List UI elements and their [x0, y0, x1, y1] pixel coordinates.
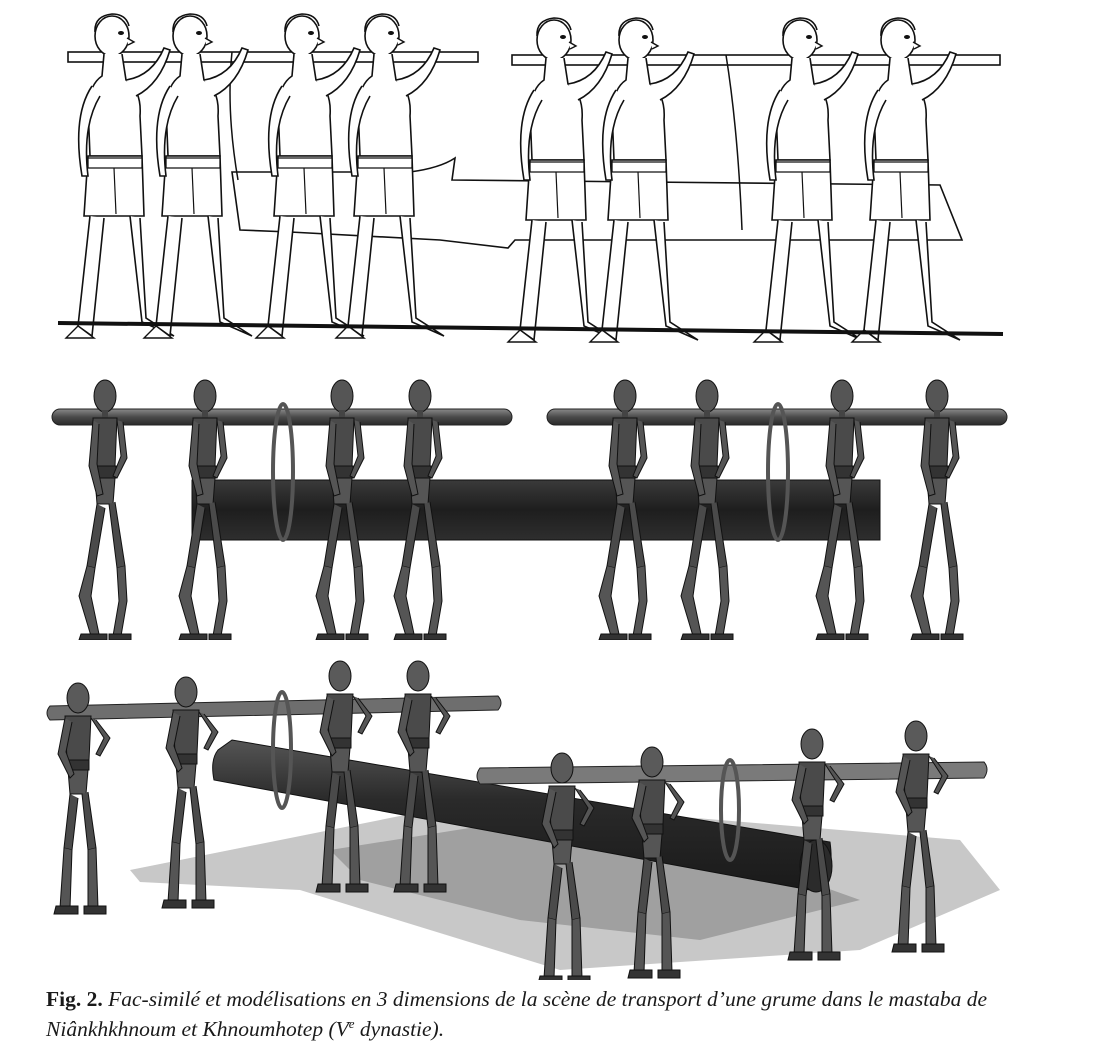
ground-line — [57, 321, 1004, 336]
carrying-pole-left — [67, 51, 479, 63]
model-perspective-view — [0, 650, 1096, 980]
pole-3d-left — [51, 408, 513, 426]
facsimile-svg — [57, 13, 1004, 343]
rope-loop-back — [271, 690, 293, 810]
caption-text-1: Fac-similé et modélisations en 3 dimensi… — [46, 987, 988, 1041]
caption-superscript: e — [348, 1015, 355, 1031]
porter-figure — [507, 17, 617, 343]
sling-right — [725, 54, 743, 231]
log-outline — [231, 156, 964, 249]
log-3d-side — [191, 479, 881, 541]
pole-3d-front — [476, 761, 988, 785]
porter-figure — [851, 17, 961, 343]
ground-shadow-dark — [330, 820, 860, 940]
porter-figure — [753, 17, 863, 343]
rope-loop-front — [719, 758, 741, 862]
figure-label: Fig. 2. — [46, 987, 103, 1011]
facsimile-drawing — [0, 0, 1096, 345]
pole-3d-right — [546, 408, 1008, 426]
rope-loop-right — [766, 402, 790, 542]
model-side-svg — [51, 379, 1008, 640]
figure-caption: Fig. 2. Fac-similé et modélisations en 3… — [46, 984, 1056, 1044]
caption-text-2: dynastie). — [354, 1017, 445, 1041]
rope-loop-left — [271, 402, 295, 542]
model-perspective-svg — [46, 660, 1000, 980]
carrying-pole-right — [511, 54, 1001, 66]
model-side-view — [0, 360, 1096, 640]
